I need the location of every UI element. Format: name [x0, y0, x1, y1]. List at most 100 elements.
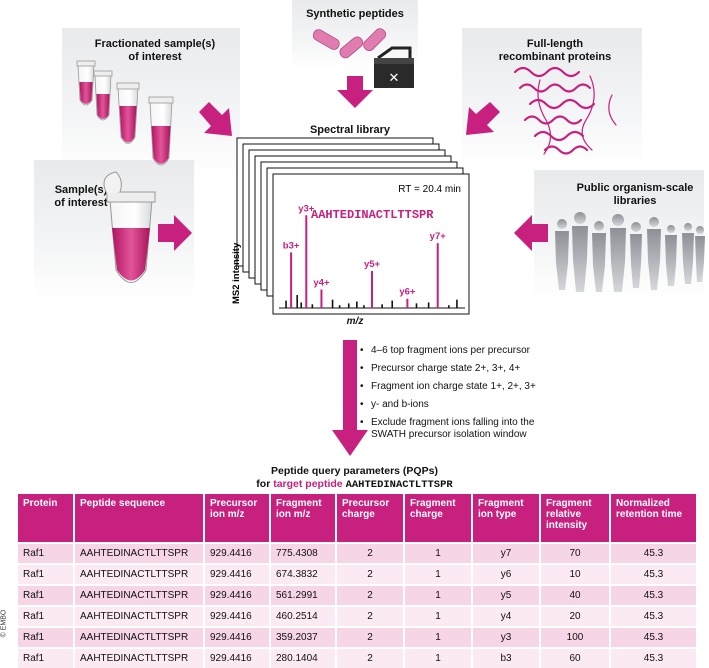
table-cell: Raf1: [18, 563, 75, 585]
table-cell: y5: [472, 584, 541, 606]
table-cell: AAHTEDINACTLTTSPR: [74, 647, 205, 668]
fractionated-label-line2: of interest: [128, 51, 182, 63]
table-cell: 2: [336, 605, 405, 627]
recombinant-label-line1: Full-length: [526, 38, 584, 50]
table-cell: 1: [404, 584, 473, 606]
sample-label-line1: Sample(s): [54, 184, 108, 196]
recombinant-label: Full-length recombinant proteins: [470, 38, 640, 64]
table-cell: AAHTEDINACTLTTSPR: [74, 584, 205, 606]
table-cell: Raf1: [18, 542, 75, 564]
public-label-line2: libraries: [613, 195, 657, 207]
peptide-label: AAHTEDINACTLTTSPR: [311, 208, 434, 222]
table-cell: 2: [336, 584, 405, 606]
table-cell: 929.4416: [204, 605, 271, 627]
table-cell: 45.3: [610, 605, 698, 627]
fractionated-label-line1: Fractionated sample(s): [94, 38, 216, 50]
arrow-icon: [158, 76, 548, 251]
column-header: Precursor ion m/z: [204, 494, 271, 543]
table-cell: 70: [540, 542, 611, 564]
illustrations: ✕: [76, 28, 705, 292]
peak-label: y5+: [364, 259, 381, 270]
table-cell: 45.3: [610, 626, 698, 648]
pqp-table: Protein Peptide sequence Precursor ion m…: [18, 494, 698, 668]
svg-text:✕: ✕: [389, 70, 400, 85]
table-cell: y6: [472, 563, 541, 585]
table-cell: Raf1: [18, 626, 75, 648]
credit: © EMBO: [0, 609, 8, 638]
public-label-line1: Public organism-scale: [576, 182, 694, 194]
table-cell: 1: [404, 563, 473, 585]
table-cell: 280.1404: [270, 647, 337, 668]
table-cell: y4: [472, 605, 541, 627]
protein-structure-icon: [513, 66, 617, 155]
table-cell: 775.4308: [270, 542, 337, 564]
column-header: Precursor charge: [336, 494, 405, 543]
peak-label: y3+: [298, 203, 315, 214]
table-cell: y3: [472, 626, 541, 648]
table-cell: 929.4416: [204, 542, 271, 564]
recombinant-panel: [462, 28, 642, 168]
table-cell: 10: [540, 563, 611, 585]
table-cell: 460.2514: [270, 605, 337, 627]
table-cell: 45.3: [610, 584, 698, 606]
table-cell: 929.4416: [204, 584, 271, 606]
table-cell: 1: [404, 626, 473, 648]
peak-label: b3+: [283, 240, 300, 251]
sample-label: Sample(s) of interest: [36, 184, 126, 210]
spectrum-chart: RT = 20.4 min AAHTEDINACTLTTSPR MS2 inte…: [231, 137, 470, 315]
table-cell: b3: [472, 647, 541, 668]
criteria-list: 4–6 top fragment ions per precursor Prec…: [360, 345, 560, 447]
table-cell: 1: [404, 647, 473, 668]
table-cell: 1: [404, 605, 473, 627]
column-header: Protein: [18, 494, 75, 543]
table-header-row: Protein Peptide sequence Precursor ion m…: [18, 494, 698, 543]
table-cell: Raf1: [18, 605, 75, 627]
table-cell: 20: [540, 605, 611, 627]
table-cell: 674.3832: [270, 563, 337, 585]
tube-icon: [76, 60, 174, 166]
table-cell: AAHTEDINACTLTTSPR: [74, 563, 205, 585]
column-header: Fragment relative intensity: [540, 494, 611, 543]
table-cell: AAHTEDINACTLTTSPR: [74, 542, 205, 564]
pqp-subtitle: for target peptide AAHTEDINACTLTTSPR: [0, 478, 709, 492]
tube-icon: [103, 171, 156, 283]
pqp-title: Peptide query parameters (PQPs): [271, 465, 438, 477]
pqp-subtitle-peptide: AAHTEDINACTLTTSPR: [345, 479, 453, 491]
column-header: Normalized retention time: [610, 494, 698, 543]
table-cell: AAHTEDINACTLTTSPR: [74, 626, 205, 648]
table-cell: 60: [540, 647, 611, 668]
criteria-item: 4–6 top fragment ions per precursor: [360, 345, 560, 357]
rt-label: RT = 20.4 min: [398, 184, 461, 195]
table-cell: 45.3: [610, 647, 698, 668]
table-cell: Raf1: [18, 647, 75, 668]
table-cell: 929.4416: [204, 626, 271, 648]
pqp-subtitle-accent: target peptide: [273, 478, 343, 490]
pqp-subtitle-prefix: for: [256, 478, 274, 490]
peak-label: y4+: [313, 277, 330, 288]
table-cell: 929.4416: [204, 647, 271, 668]
table-cell: 359.2037: [270, 626, 337, 648]
column-header: Fragment ion m/z: [270, 494, 337, 543]
people-icon: [555, 212, 705, 292]
criteria-item: Exclude fragment ions falling into the S…: [360, 417, 560, 441]
table-cell: 2: [336, 542, 405, 564]
arrow-icon: [332, 340, 368, 456]
synthetic-label: Synthetic peptides: [306, 8, 404, 20]
y-axis-label: MS2 intensity: [231, 242, 242, 304]
public-label: Public organism-scale libraries: [560, 182, 709, 208]
table-cell: Raf1: [18, 584, 75, 606]
spectral-library-title: Spectral library: [309, 124, 391, 136]
table-cell: 1: [404, 542, 473, 564]
toolbox-icon: ✕: [374, 46, 414, 88]
table-cell: 2: [336, 626, 405, 648]
recombinant-label-line2: recombinant proteins: [498, 51, 612, 63]
table-cell: 929.4416: [204, 563, 271, 585]
criteria-item: Precursor charge state 2+, 3+, 4+: [360, 363, 560, 375]
peak-label: y7+: [430, 231, 447, 242]
criteria-item: Fragment ion charge state 1+, 2+, 3+: [360, 381, 560, 393]
column-header: Peptide sequence: [74, 494, 205, 543]
